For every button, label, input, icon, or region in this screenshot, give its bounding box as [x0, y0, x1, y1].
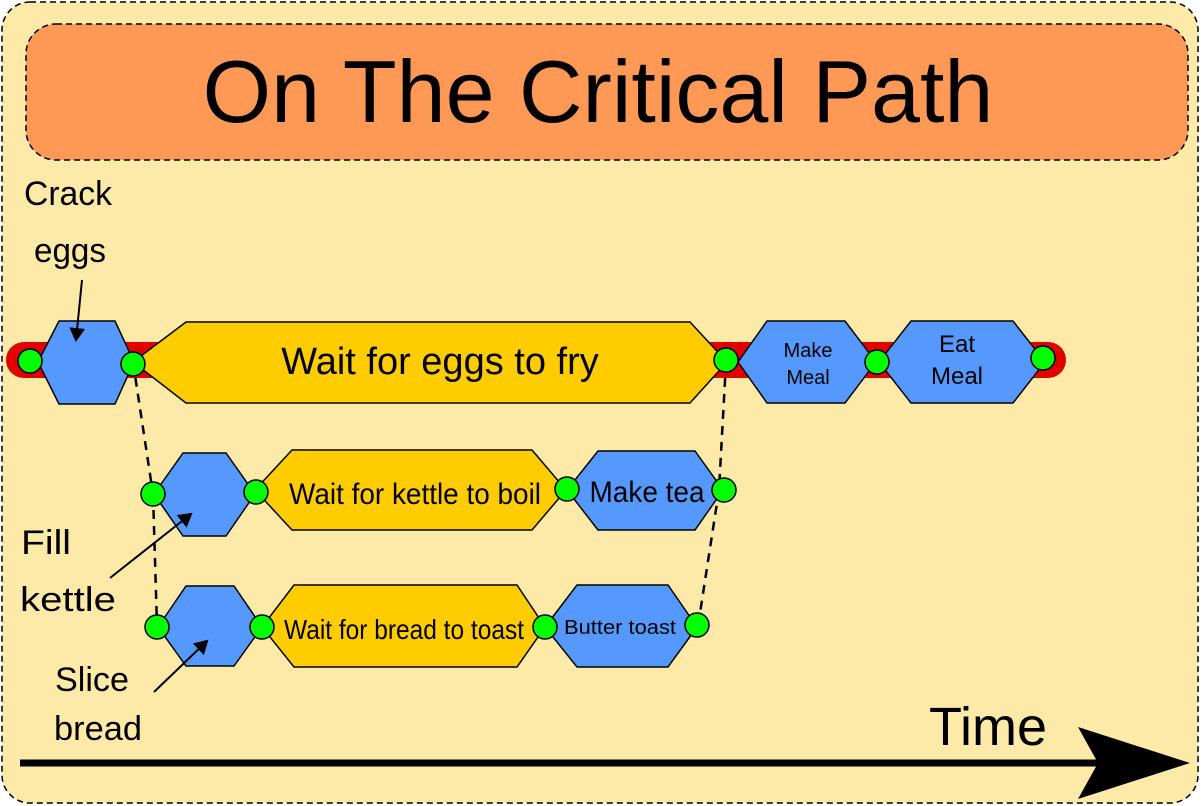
node — [713, 347, 739, 373]
node — [140, 481, 166, 507]
task-make-tea-label: Make tea — [590, 476, 705, 509]
node — [864, 349, 890, 375]
annotation-slice-bread-arrow — [153, 639, 209, 693]
annotation-fill-kettle-line-2: kettle — [20, 581, 116, 619]
dependency-line-eggs-kettle — [131, 361, 155, 495]
node — [120, 351, 146, 377]
task-wait-for-kettle-label: Wait for kettle to boil — [289, 478, 541, 511]
annotation-fill-kettle-arrow — [109, 512, 193, 579]
time-axis-arrowhead — [1078, 727, 1190, 799]
node-group — [17, 345, 1056, 640]
annotation-slice-bread-line-2: bread — [54, 710, 142, 748]
dependency-line-toast-tea — [696, 489, 721, 627]
task-make-meal-label-1: Make — [784, 340, 833, 362]
task-butter-toast-label: Butter toast — [564, 617, 676, 639]
annotation-crack-eggs-line-2: eggs — [34, 232, 106, 270]
task-eat-meal-label-2: Meal — [931, 363, 983, 390]
node — [243, 479, 269, 505]
dependency-line-tea-meal — [717, 361, 728, 491]
node — [144, 614, 170, 640]
time-axis-label: Time — [929, 697, 1047, 757]
node — [1030, 345, 1056, 371]
annotation-crack-eggs-arrow — [69, 279, 86, 342]
task-eat-meal-label-1: Eat — [939, 331, 975, 358]
task-wait-for-toast-label: Wait for bread to toast — [284, 614, 524, 645]
node — [249, 614, 275, 640]
task-make-meal-label-2: Meal — [786, 367, 829, 389]
task-crack-eggs — [37, 320, 135, 405]
dependency-line-kettle-bread — [151, 493, 159, 627]
annotation-crack-eggs-line-1: Crack — [24, 175, 113, 213]
node — [554, 476, 580, 502]
annotation-slice-bread-line-1: Slice — [55, 661, 129, 699]
task-wait-for-eggs-label: Wait for eggs to fry — [281, 341, 598, 383]
node — [17, 348, 43, 374]
node — [532, 614, 558, 640]
page-title: On The Critical Path — [203, 42, 994, 141]
title-band — [25, 23, 1189, 161]
node — [711, 477, 737, 503]
node — [684, 612, 710, 638]
annotation-fill-kettle-line-1: Fill — [21, 524, 71, 562]
